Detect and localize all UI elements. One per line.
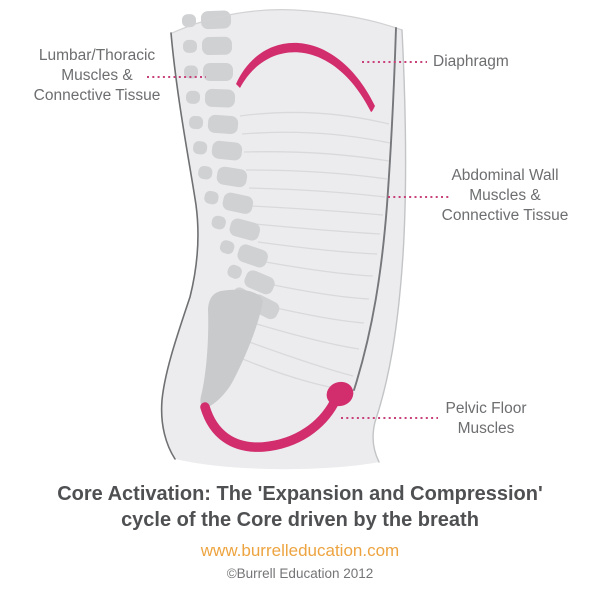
vertebra (188, 114, 239, 134)
vertebra (181, 10, 232, 30)
spine-graphic (181, 10, 280, 408)
vertebra (227, 264, 275, 295)
label-line: Abdominal Wall (451, 167, 559, 184)
label-line: Connective Tissue (33, 87, 161, 104)
website-link[interactable]: www.burrelleducation.com (200, 541, 400, 560)
copyright-text: ©Burrell Education 2012 (226, 566, 374, 581)
label-line: Muscles (457, 420, 515, 437)
torso-outline-back (160, 32, 199, 460)
core-activation-diagram (147, 9, 449, 470)
vertebra (211, 215, 261, 241)
sacrum-graphic (200, 289, 263, 408)
label-diaphragm: Diaphragm (433, 52, 563, 72)
label-abdominal-wall: Abdominal Wall Muscles & Connective Tiss… (419, 166, 591, 226)
label-line: Muscles & (469, 187, 541, 204)
vertebra (193, 140, 243, 161)
diagram-title-line-2: cycle of the Core driven by the breath (121, 509, 479, 531)
pelvic-floor-curve (200, 398, 339, 452)
diagram-title-line-1: Core Activation: The 'Expansion and Comp… (57, 483, 543, 505)
vertebra (182, 36, 233, 56)
diaphragm-curve (236, 42, 375, 113)
label-line: Pelvic Floor (445, 400, 527, 417)
vertebra (185, 88, 236, 108)
label-line: Muscles & (61, 67, 133, 84)
vertebra (184, 63, 233, 81)
abdominal-wall-line (353, 27, 397, 391)
vertebra (204, 190, 254, 214)
torso-outline-front-outer (372, 29, 407, 463)
footer: Core Activation: The 'Expansion and Comp… (0, 481, 600, 582)
label-pelvic-floor: Pelvic Floor Muscles (431, 399, 541, 439)
torso-outline-top (171, 9, 403, 34)
label-line: Connective Tissue (441, 207, 569, 224)
pelvic-floor-arrowhead (326, 381, 354, 407)
label-lumbar-thoracic: Lumbar/Thoracic Muscles & Connective Tis… (7, 46, 187, 106)
vertebra (198, 165, 248, 188)
label-line: Diaphragm (433, 53, 509, 70)
vertebra (219, 240, 268, 268)
label-line: Lumbar/Thoracic (38, 47, 156, 64)
fascia-lines (237, 111, 391, 391)
